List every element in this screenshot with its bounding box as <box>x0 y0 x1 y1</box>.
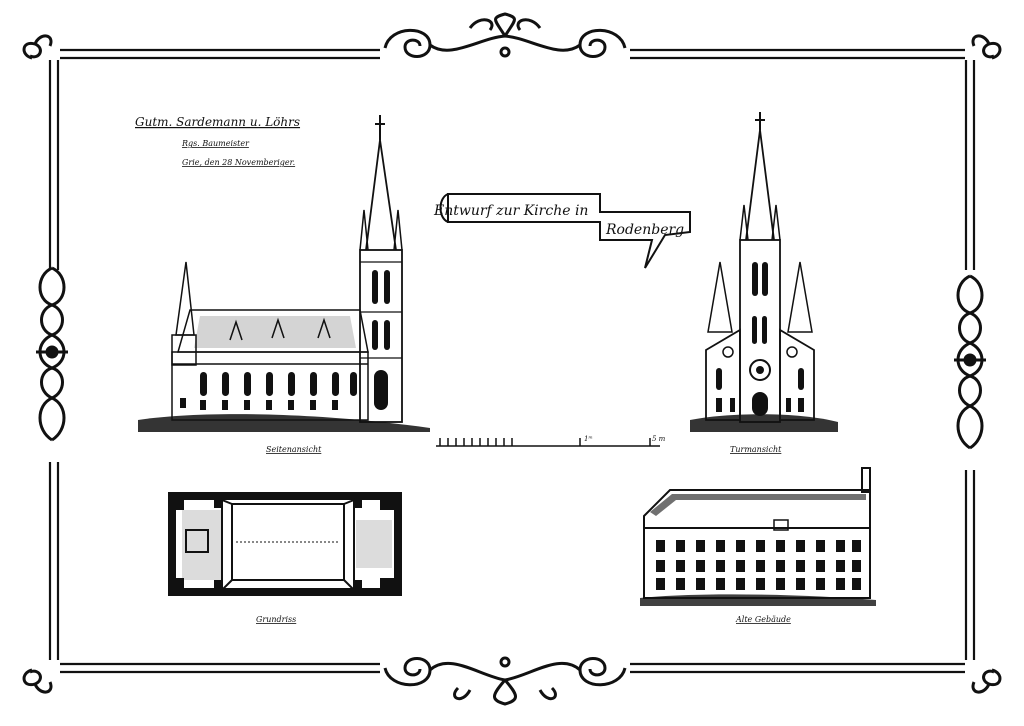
old-building-elevation: Alte Gebäude <box>640 467 876 624</box>
credits-line-1: Gutm. Sardemann u. Löhrs <box>135 115 300 129</box>
left-scroll-ornament <box>36 266 68 442</box>
church-side-elevation: Seitenansicht <box>138 115 430 454</box>
credits-block: Gutm. Sardemann u. Löhrs Rgs. Baumeister… <box>135 115 300 167</box>
church-floor-plan: Grundriss <box>168 492 402 624</box>
right-scroll-ornament <box>954 274 986 450</box>
scale-end-label: 5 m <box>652 435 666 443</box>
corner-flourishes <box>22 34 1002 694</box>
side-view-label: Seitenansicht <box>266 445 322 454</box>
title-banner: Entwurf zur Kirche in Rodenberg <box>433 193 691 269</box>
title-line-1: Entwurf zur Kirche in <box>433 203 588 219</box>
old-building-label: Alte Gebäude <box>735 615 791 624</box>
top-scroll-ornament <box>383 12 627 58</box>
title-line-2: Rodenberg <box>605 222 684 238</box>
credits-line-3: Grie, den 28 Novemberiger. <box>182 158 295 167</box>
floor-plan-label: Grundriss <box>256 615 296 624</box>
credits-line-2: Rgs. Baumeister <box>181 139 250 148</box>
bottom-scroll-ornament <box>383 656 627 706</box>
scale-mid-label: 1ᵐ <box>584 435 593 443</box>
tower-view-label: Turmansicht <box>730 445 782 454</box>
church-front-elevation: Turmansicht <box>690 112 838 454</box>
scale-bar: 1ᵐ 5 m <box>436 435 666 447</box>
